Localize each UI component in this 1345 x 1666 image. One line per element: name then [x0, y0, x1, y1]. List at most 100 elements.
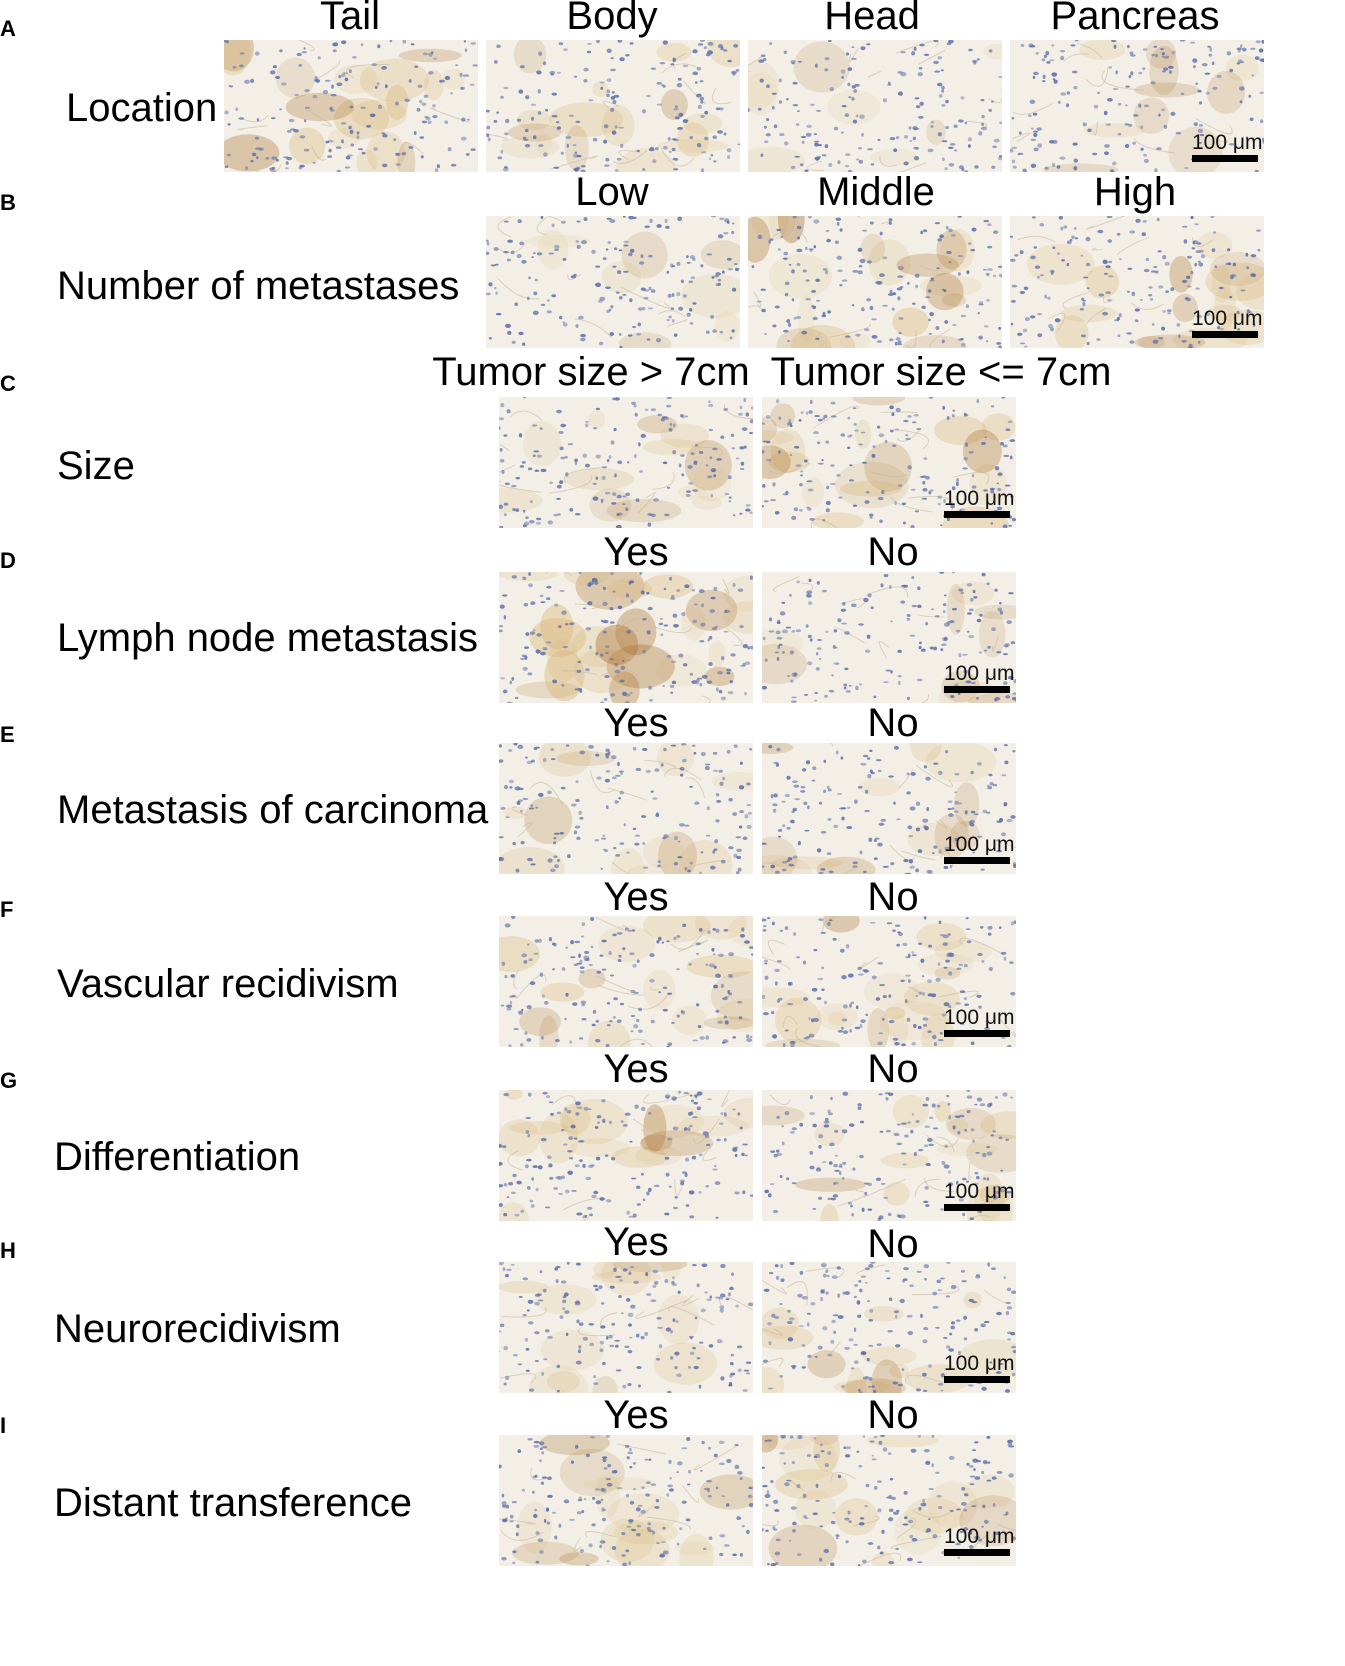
nucleus [1162, 255, 1167, 260]
nucleus [585, 420, 589, 423]
nucleus [728, 500, 732, 503]
nucleus [630, 989, 636, 994]
nucleus [1065, 103, 1070, 108]
nucleus [735, 69, 740, 72]
nucleus [890, 862, 895, 866]
nucleus [459, 72, 463, 77]
nucleus [583, 217, 588, 222]
nucleus [706, 680, 713, 684]
nucleus [691, 589, 696, 592]
fiber-strand [1091, 247, 1102, 251]
nucleus [879, 273, 885, 277]
nucleus [1011, 1536, 1016, 1541]
nucleus [897, 91, 903, 96]
nucleus [945, 125, 949, 130]
nucleus [804, 829, 810, 832]
nucleus [973, 1535, 980, 1540]
nucleus [859, 1154, 864, 1159]
nucleus [909, 634, 916, 637]
nucleus [599, 1540, 606, 1544]
nucleus [716, 1138, 721, 1142]
nucleus [543, 757, 547, 762]
nucleus [687, 869, 691, 873]
stain-region [858, 777, 901, 797]
nucleus [1059, 50, 1066, 53]
nucleus [1167, 312, 1171, 315]
nucleus [858, 623, 864, 626]
nucleus [625, 492, 631, 497]
nucleus [841, 1176, 845, 1180]
nucleus [654, 1280, 659, 1285]
stain-region [672, 1005, 707, 1035]
nucleus [848, 1338, 854, 1342]
nucleus [697, 43, 704, 46]
micrograph-texture [499, 743, 753, 874]
nucleus [575, 1101, 581, 1106]
nucleus [715, 1486, 719, 1490]
nucleus [1002, 524, 1008, 528]
fiber-strand [896, 1517, 917, 1539]
nucleus [565, 946, 568, 949]
nucleus [1257, 248, 1261, 252]
nucleus [699, 1036, 705, 1040]
nucleus [1117, 132, 1122, 136]
nucleus [789, 1130, 795, 1134]
nucleus [823, 1548, 829, 1554]
nucleus [808, 216, 812, 219]
nucleus [963, 963, 968, 968]
nucleus [1128, 74, 1132, 79]
fiber-strand [513, 969, 519, 990]
nucleus [1252, 322, 1256, 327]
nucleus [968, 1298, 974, 1302]
stain-region [504, 805, 526, 820]
nucleus [824, 144, 829, 149]
nucleus [244, 79, 250, 84]
nucleus [809, 1165, 815, 1170]
nucleus [795, 629, 802, 633]
nucleus [855, 333, 861, 337]
nucleus [820, 1450, 825, 1453]
nucleus [547, 520, 553, 525]
nucleus [772, 1034, 778, 1039]
stain-region [936, 229, 967, 270]
nucleus [1032, 75, 1036, 80]
nucleus [528, 276, 532, 280]
nucleus [707, 1098, 712, 1101]
nucleus [676, 1471, 679, 1474]
nucleus [947, 1182, 954, 1187]
nucleus [744, 691, 747, 696]
nucleus [602, 1458, 607, 1463]
nucleus [852, 861, 859, 865]
nucleus [949, 143, 956, 146]
nucleus [996, 839, 1001, 842]
nucleus [517, 1449, 522, 1453]
fiber-strand [748, 54, 764, 73]
nucleus [503, 1382, 507, 1386]
nucleus [341, 73, 346, 77]
nucleus [765, 1529, 769, 1533]
nucleus [618, 296, 623, 300]
nucleus [796, 263, 801, 266]
nucleus [618, 249, 623, 252]
nucleus [555, 1038, 560, 1042]
nucleus [1033, 147, 1039, 152]
nucleus [969, 1475, 976, 1478]
fiber-strand [663, 767, 702, 781]
nucleus [1205, 91, 1210, 95]
stain-region [499, 1202, 529, 1221]
nucleus [488, 337, 492, 340]
nucleus [537, 1165, 543, 1170]
nucleus [595, 1156, 601, 1161]
nucleus [671, 594, 675, 599]
nucleus [539, 594, 544, 598]
nucleus [978, 1005, 982, 1009]
nucleus [857, 1103, 862, 1107]
nucleus [774, 981, 778, 986]
nucleus [854, 1360, 859, 1364]
nucleus [330, 93, 337, 97]
nucleus [570, 803, 577, 807]
tissue-background [748, 40, 1002, 172]
nucleus [640, 1509, 646, 1514]
stain-region [775, 997, 822, 1043]
nucleus [511, 676, 515, 681]
